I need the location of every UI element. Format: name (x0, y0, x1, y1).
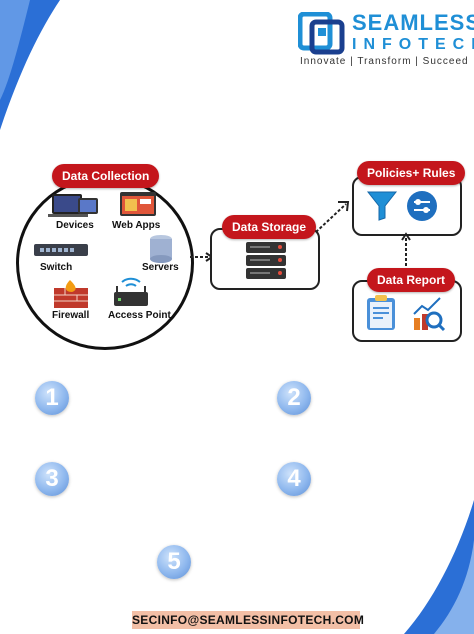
step-5-badge: 5 (157, 545, 191, 579)
access-point-label: Access Point (108, 310, 171, 321)
arrow-report-to-policies (401, 232, 411, 266)
firewall-icon (54, 280, 88, 308)
switch-label: Switch (40, 262, 73, 273)
brand-name: SEAMLESS (352, 10, 474, 35)
policies-rules-label: Policies+ Rules (357, 161, 466, 185)
devices-icon (48, 194, 98, 217)
brand-subname: INFOTECH (352, 36, 474, 53)
brand-tagline: Innovate | Transform | Succeed (300, 56, 469, 67)
data-collection-circle (16, 176, 194, 350)
arrow-storage-to-policies (315, 201, 350, 233)
filter-icon (366, 191, 398, 221)
web-apps-icon (120, 192, 156, 216)
report-clipboard-icon (367, 295, 395, 330)
bottom-right-swoosh-decoration (404, 500, 474, 634)
data-collection-label: Data Collection (52, 164, 160, 188)
settings-sliders-icon (407, 191, 437, 221)
brand-logo-icon (297, 11, 346, 56)
data-storage-label: Data Storage (222, 215, 317, 239)
firewall-label: Firewall (52, 310, 90, 321)
storage-server-icon (246, 242, 286, 279)
contact-email[interactable]: SECINFO@SEAMLESSINFOTECH.COM (132, 611, 365, 629)
step-2-badge: 2 (277, 381, 311, 415)
step-3-badge: 3 (35, 462, 69, 496)
servers-icon (150, 235, 172, 263)
data-report-label: Data Report (367, 268, 456, 292)
web-apps-label: Web Apps (112, 220, 161, 231)
access-point-icon (114, 277, 148, 306)
report-analytics-icon (413, 297, 446, 332)
devices-label: Devices (56, 220, 94, 231)
step-1-badge: 1 (35, 381, 69, 415)
switch-icon (34, 244, 88, 256)
top-left-swoosh-decoration (0, 0, 60, 130)
servers-label: Servers (142, 262, 179, 273)
step-4-badge: 4 (277, 462, 311, 496)
